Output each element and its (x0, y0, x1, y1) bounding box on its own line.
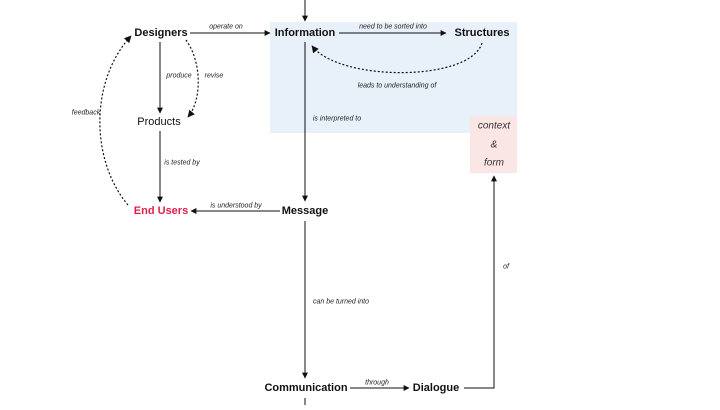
label-revise: revise (204, 72, 224, 80)
edge-revise (185, 39, 199, 118)
ampersand-label: & (490, 139, 498, 151)
label-produce: produce (166, 72, 192, 80)
node-end-users: End Users (133, 205, 189, 217)
label-is-understood-by: is understood by (210, 202, 262, 210)
information-region (270, 22, 517, 133)
context-form-region (470, 116, 517, 173)
node-message: Message (281, 205, 329, 217)
edge-of (464, 175, 497, 389)
label-through: through (365, 379, 389, 387)
node-products: Products (137, 116, 181, 128)
edge-feedback (99, 35, 132, 206)
node-dialogue: Dialogue (412, 382, 460, 394)
edge-leads-to (311, 42, 483, 74)
node-communication: Communication (264, 382, 348, 394)
node-designers: Designers (134, 27, 188, 39)
label-is-tested-by: is tested by (164, 159, 200, 167)
node-information: Information (274, 27, 336, 39)
label-feedback: feedback (71, 109, 101, 117)
label-can-be-turned-into: can be turned into (312, 298, 370, 306)
label-operate-on: operate on (209, 23, 243, 31)
label-leads-to: leads to understanding of (357, 82, 437, 90)
node-structures: Structures (454, 27, 510, 39)
label-of: of (503, 263, 509, 271)
form-label: form (484, 157, 504, 169)
label-is-interpreted-to: is interpreted to (312, 115, 362, 123)
context-label: context (477, 120, 511, 132)
label-need-sorted: need to be sorted into (359, 23, 427, 31)
